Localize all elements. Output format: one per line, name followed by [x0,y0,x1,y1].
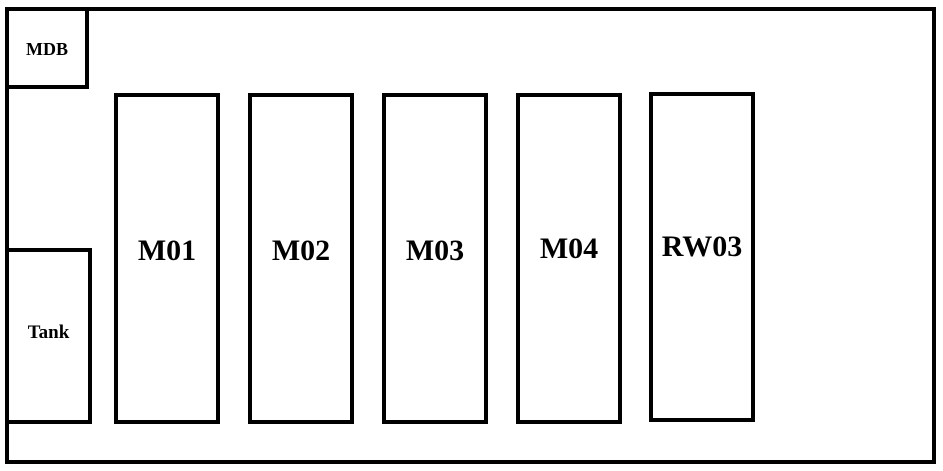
zone-tank-label: Tank [27,322,70,343]
unit-m02-label: M02 [271,233,331,267]
unit-m03-label: M03 [405,233,465,267]
unit-m04-label: M04 [539,231,599,265]
unit-rw03-label: RW03 [661,230,743,263]
unit-m01-label: M01 [137,233,197,267]
unit-m01: M01 [114,93,220,424]
zone-tank: Tank [5,248,92,424]
unit-m03: M03 [382,93,488,424]
unit-rw03: RW03 [649,92,755,422]
unit-m02: M02 [248,93,354,424]
zone-mdb: MDB [5,7,89,89]
unit-m04: M04 [516,93,622,424]
zone-mdb-label: MDB [26,38,68,59]
